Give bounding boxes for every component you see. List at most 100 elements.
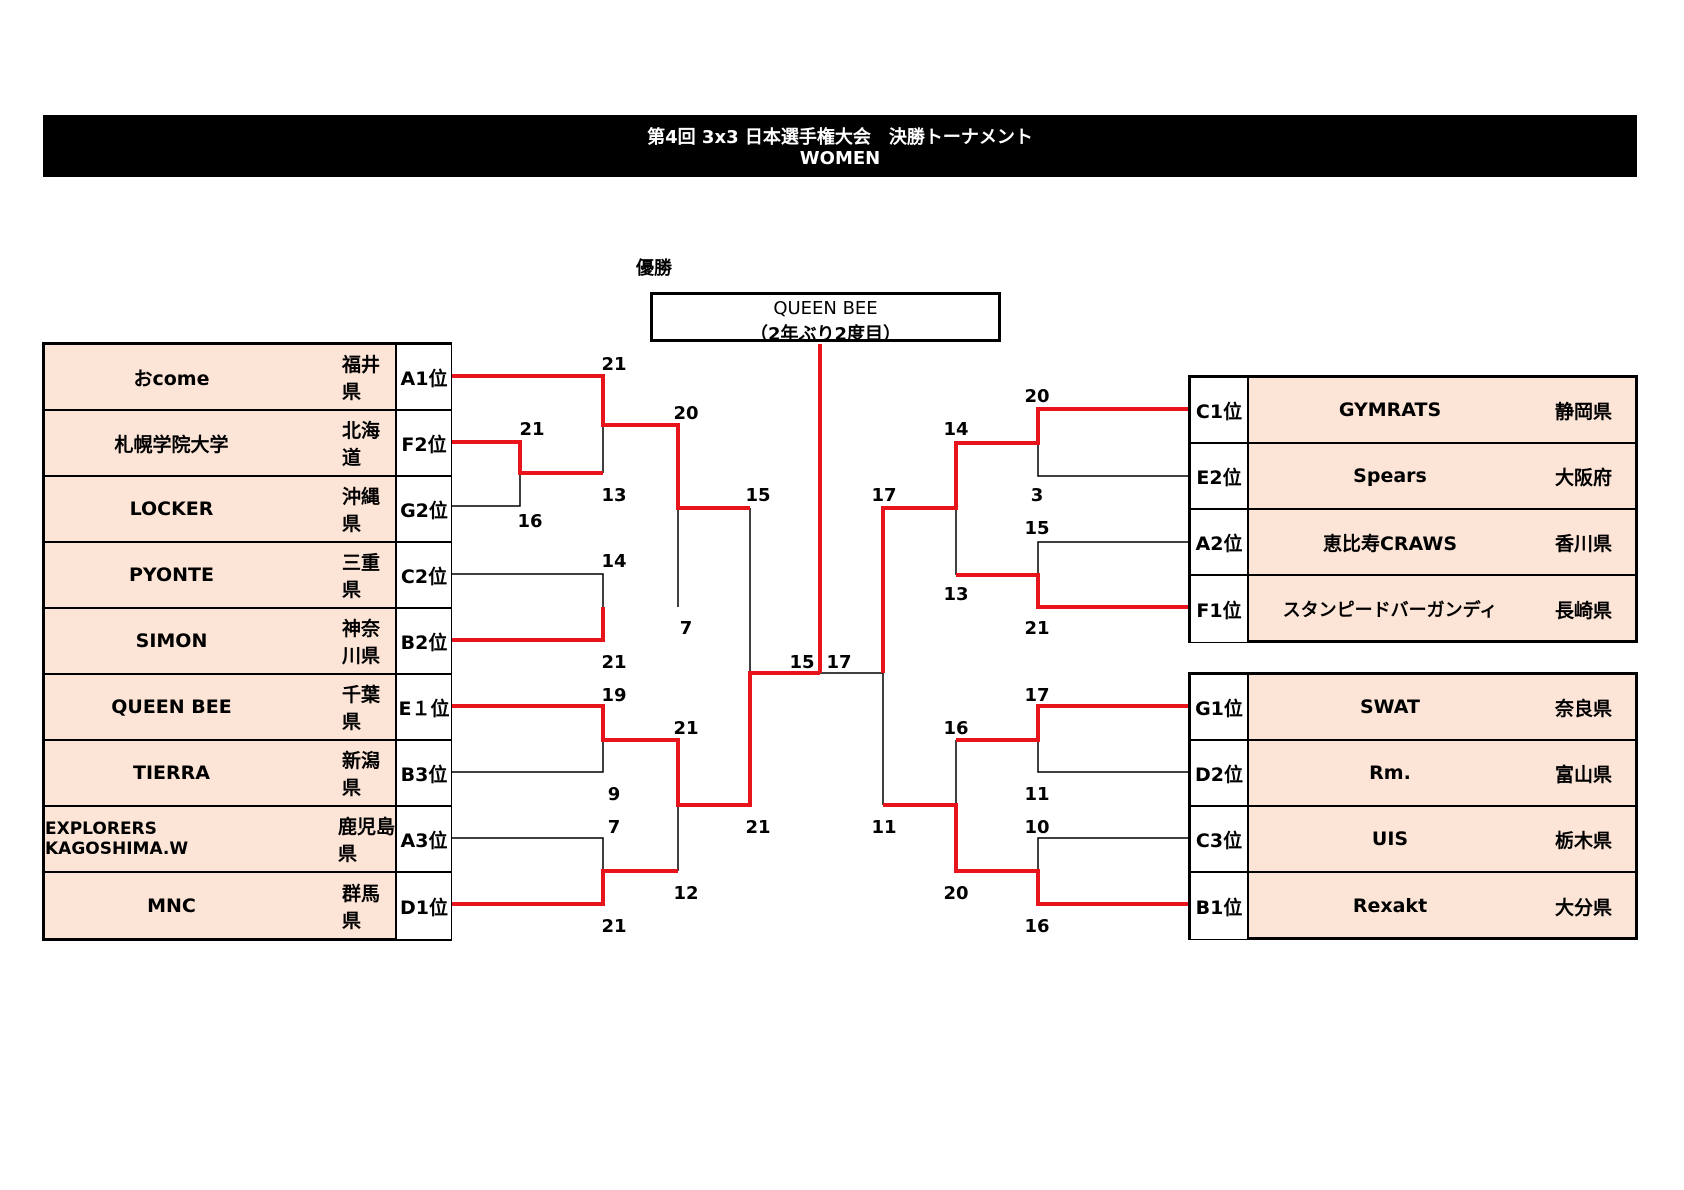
team-seed: D2位 bbox=[1191, 741, 1249, 805]
team-name: おcome bbox=[133, 367, 210, 390]
team-prefecture: 大分県 bbox=[1555, 896, 1613, 919]
team-name: 恵比寿CRAWS bbox=[1322, 532, 1458, 555]
left-team-table: おcome 福井県 A1位 札幌学院大学 北海道 F2位 LOCKER 沖縄県 … bbox=[42, 342, 452, 941]
team-name: LOCKER bbox=[129, 498, 214, 520]
team-seed: G2位 bbox=[395, 477, 451, 541]
team-row: MNC 群馬県 D1位 bbox=[45, 873, 451, 939]
bracket-line-winner bbox=[881, 407, 1188, 673]
score: 21 bbox=[1024, 618, 1050, 639]
team-seed: E2位 bbox=[1191, 444, 1249, 508]
score: 17 bbox=[871, 485, 897, 506]
team-row: E2位 Spears 大阪府 bbox=[1191, 444, 1635, 510]
team-seed: F2位 bbox=[395, 411, 451, 475]
score: 21 bbox=[745, 817, 771, 838]
right-top-team-table: C1位 GYMRATS 静岡県 E2位 Spears 大阪府 A2位 恵比寿CR… bbox=[1188, 375, 1638, 643]
score: 20 bbox=[673, 403, 699, 424]
score: 21 bbox=[601, 652, 627, 673]
champion-label: 優勝 bbox=[636, 258, 672, 279]
bracket-line-winner bbox=[883, 803, 1188, 906]
team-seed: B2位 bbox=[395, 609, 451, 673]
bracket-line-winner bbox=[452, 607, 605, 642]
bracket-line bbox=[452, 740, 604, 773]
team-name: PYONTE bbox=[129, 564, 214, 586]
champion-team: QUEEN BEE bbox=[773, 298, 878, 319]
score: 15 bbox=[745, 485, 771, 506]
score: 10 bbox=[1024, 817, 1050, 838]
champion-note: （2年ぶり2度目） bbox=[749, 324, 902, 345]
team-row: D2位 Rm. 富山県 bbox=[1191, 741, 1635, 807]
score: 11 bbox=[1024, 784, 1050, 805]
team-name: 札幌学院大学 bbox=[114, 433, 229, 456]
score: 9 bbox=[607, 784, 621, 805]
score: 15 bbox=[789, 652, 815, 673]
score: 11 bbox=[871, 817, 897, 838]
team-prefecture: 鹿児島県 bbox=[338, 816, 396, 865]
score: 20 bbox=[1024, 386, 1050, 407]
team-name: MNC bbox=[147, 895, 196, 917]
team-prefecture: 新潟県 bbox=[342, 750, 381, 799]
score: 17 bbox=[826, 652, 852, 673]
bracket-line bbox=[1037, 740, 1188, 773]
team-name: SIMON bbox=[135, 630, 208, 652]
team-row: 札幌学院大学 北海道 F2位 bbox=[45, 411, 451, 477]
score: 13 bbox=[943, 584, 969, 605]
team-row: C3位 UIS 栃木県 bbox=[1191, 807, 1635, 873]
champion-box: QUEEN BEE （2年ぶり2度目） bbox=[650, 292, 1001, 345]
team-name: Rexakt bbox=[1352, 895, 1428, 917]
team-row: A2位 恵比寿CRAWS 香川県 bbox=[1191, 510, 1635, 576]
team-seed: A3位 bbox=[395, 807, 451, 871]
team-name: SWAT bbox=[1360, 696, 1420, 718]
score: 16 bbox=[943, 718, 969, 739]
score: 21 bbox=[601, 354, 627, 375]
team-prefecture: 北海道 bbox=[342, 420, 381, 469]
team-row: C1位 GYMRATS 静岡県 bbox=[1191, 378, 1635, 444]
team-row: PYONTE 三重県 C2位 bbox=[45, 543, 451, 609]
team-prefecture: 神奈川県 bbox=[342, 618, 381, 667]
bracket-line bbox=[1037, 443, 1188, 477]
score: 13 bbox=[601, 485, 627, 506]
division-label: WOMEN bbox=[799, 148, 881, 169]
score: 21 bbox=[601, 916, 627, 937]
bracket-line-winner bbox=[452, 440, 603, 475]
team-row: LOCKER 沖縄県 G2位 bbox=[45, 477, 451, 543]
team-prefecture: 三重県 bbox=[342, 552, 381, 601]
team-row: EXPLORERS KAGOSHIMA.W 鹿児島県 A3位 bbox=[45, 807, 451, 873]
tournament-title: 第4回 3x3 日本選手権大会 決勝トーナメント bbox=[647, 127, 1033, 148]
team-prefecture: 香川県 bbox=[1555, 532, 1613, 555]
score: 16 bbox=[1024, 916, 1050, 937]
score: 12 bbox=[673, 883, 699, 904]
team-seed: G1位 bbox=[1191, 675, 1249, 739]
team-seed: B1位 bbox=[1191, 873, 1249, 939]
bracket-line bbox=[452, 837, 604, 871]
team-name: Spears bbox=[1353, 465, 1427, 487]
team-seed: C2位 bbox=[395, 543, 451, 607]
team-prefecture: 群馬県 bbox=[342, 883, 381, 932]
team-row: B1位 Rexakt 大分県 bbox=[1191, 873, 1635, 939]
team-seed: A2位 bbox=[1191, 510, 1249, 574]
bracket-line bbox=[452, 573, 604, 607]
score: 17 bbox=[1024, 685, 1050, 706]
team-row: TIERRA 新潟県 B3位 bbox=[45, 741, 451, 807]
team-name: QUEEN BEE bbox=[111, 696, 232, 718]
score: 21 bbox=[673, 718, 699, 739]
bracket-line-winner bbox=[452, 374, 750, 510]
team-prefecture: 福井県 bbox=[342, 354, 381, 403]
team-prefecture: 静岡県 bbox=[1555, 400, 1613, 423]
team-row: SIMON 神奈川県 B2位 bbox=[45, 609, 451, 675]
team-name: Rm. bbox=[1369, 762, 1411, 784]
bracket-line bbox=[1037, 541, 1188, 575]
bracket-line-winner bbox=[452, 869, 678, 906]
team-row: おcome 福井県 A1位 bbox=[45, 345, 451, 411]
score: 20 bbox=[943, 883, 969, 904]
team-prefecture: 大阪府 bbox=[1555, 466, 1613, 489]
team-row: F1位 スタンピードバーガンディ 長崎県 bbox=[1191, 576, 1635, 642]
team-prefecture: 沖縄県 bbox=[342, 486, 381, 535]
team-prefecture: 長崎県 bbox=[1555, 599, 1613, 622]
title-banner: 第4回 3x3 日本選手権大会 決勝トーナメント WOMEN bbox=[43, 115, 1637, 177]
score: 16 bbox=[517, 511, 543, 532]
team-seed: A1位 bbox=[395, 345, 451, 409]
team-name: GYMRATS bbox=[1338, 399, 1442, 421]
score: 7 bbox=[679, 618, 693, 639]
score: 19 bbox=[601, 685, 627, 706]
team-prefecture: 富山県 bbox=[1555, 763, 1613, 786]
